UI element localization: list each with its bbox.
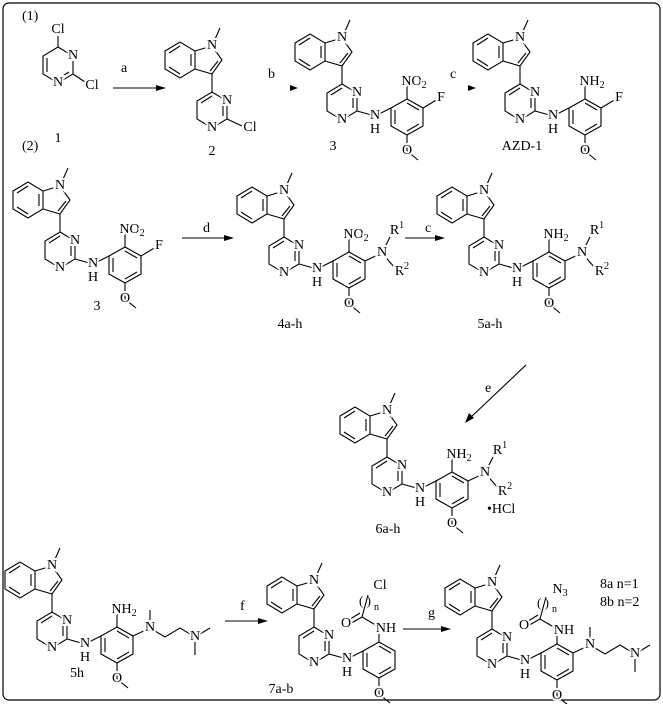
part-1-label: (1)	[22, 9, 39, 24]
svg-text:N3: N3	[552, 582, 567, 599]
svg-text:e: e	[485, 381, 491, 396]
arrow-e: e	[465, 364, 527, 423]
part-2-label: (2)	[22, 139, 39, 154]
svg-text:c: c	[425, 221, 431, 236]
compound-5h-label: 5h	[70, 666, 84, 681]
azd-1-structure	[473, 20, 626, 160]
arrow-d: d	[182, 221, 234, 241]
arrow-c: c	[405, 221, 445, 241]
compound-8a-label: 8a n=1	[600, 577, 639, 592]
compound-3-label: 3	[94, 299, 101, 314]
compound-8b-label: 8b n=2	[600, 595, 639, 610]
compound-2-label: 2	[209, 144, 216, 159]
svg-text:a: a	[121, 61, 128, 76]
svg-text:d: d	[203, 221, 210, 236]
compound-8-structure: N3	[445, 565, 652, 704]
svg-text:Cl: Cl	[373, 578, 386, 593]
arrow-a: a	[113, 61, 166, 91]
compound-3-label: 3	[330, 139, 337, 154]
svg-text:N: N	[68, 48, 78, 63]
compound-5-label: 5a-h	[478, 317, 503, 332]
svg-text:f: f	[240, 599, 245, 614]
compound-3-structure	[295, 20, 448, 160]
compound-1-label: 1	[55, 131, 62, 146]
compound-6-label: 6a-h	[376, 522, 401, 537]
arrow-f: f	[225, 599, 268, 624]
svg-text:Cl: Cl	[51, 22, 64, 37]
arrow-b: b	[268, 67, 298, 91]
compound-5h-structure	[5, 548, 212, 688]
compound-7-label: 7a-b	[269, 682, 294, 697]
azd-1-label: AZD-1	[502, 139, 542, 154]
compound-7-structure: Cl	[267, 563, 399, 703]
svg-text:g: g	[428, 606, 435, 621]
compound-3-structure	[13, 168, 166, 308]
svg-text:Cl: Cl	[85, 78, 98, 93]
arrow-c: c	[450, 67, 476, 91]
compound-2-structure: Cl	[163, 26, 259, 138]
arrow-g: g	[403, 606, 451, 632]
svg-text:•HCl: •HCl	[487, 502, 515, 517]
compound-6-structure: •HCl	[340, 393, 515, 533]
compound-5-structure	[437, 173, 612, 313]
svg-text:Cl: Cl	[243, 120, 256, 135]
svg-text:b: b	[268, 67, 275, 82]
compound-1-structure: Cl N N Cl	[42, 20, 101, 95]
compound-4-structure	[237, 173, 412, 313]
svg-text:N: N	[53, 75, 63, 90]
compound-4-label: 4a-h	[278, 317, 303, 332]
svg-text:c: c	[450, 67, 456, 82]
